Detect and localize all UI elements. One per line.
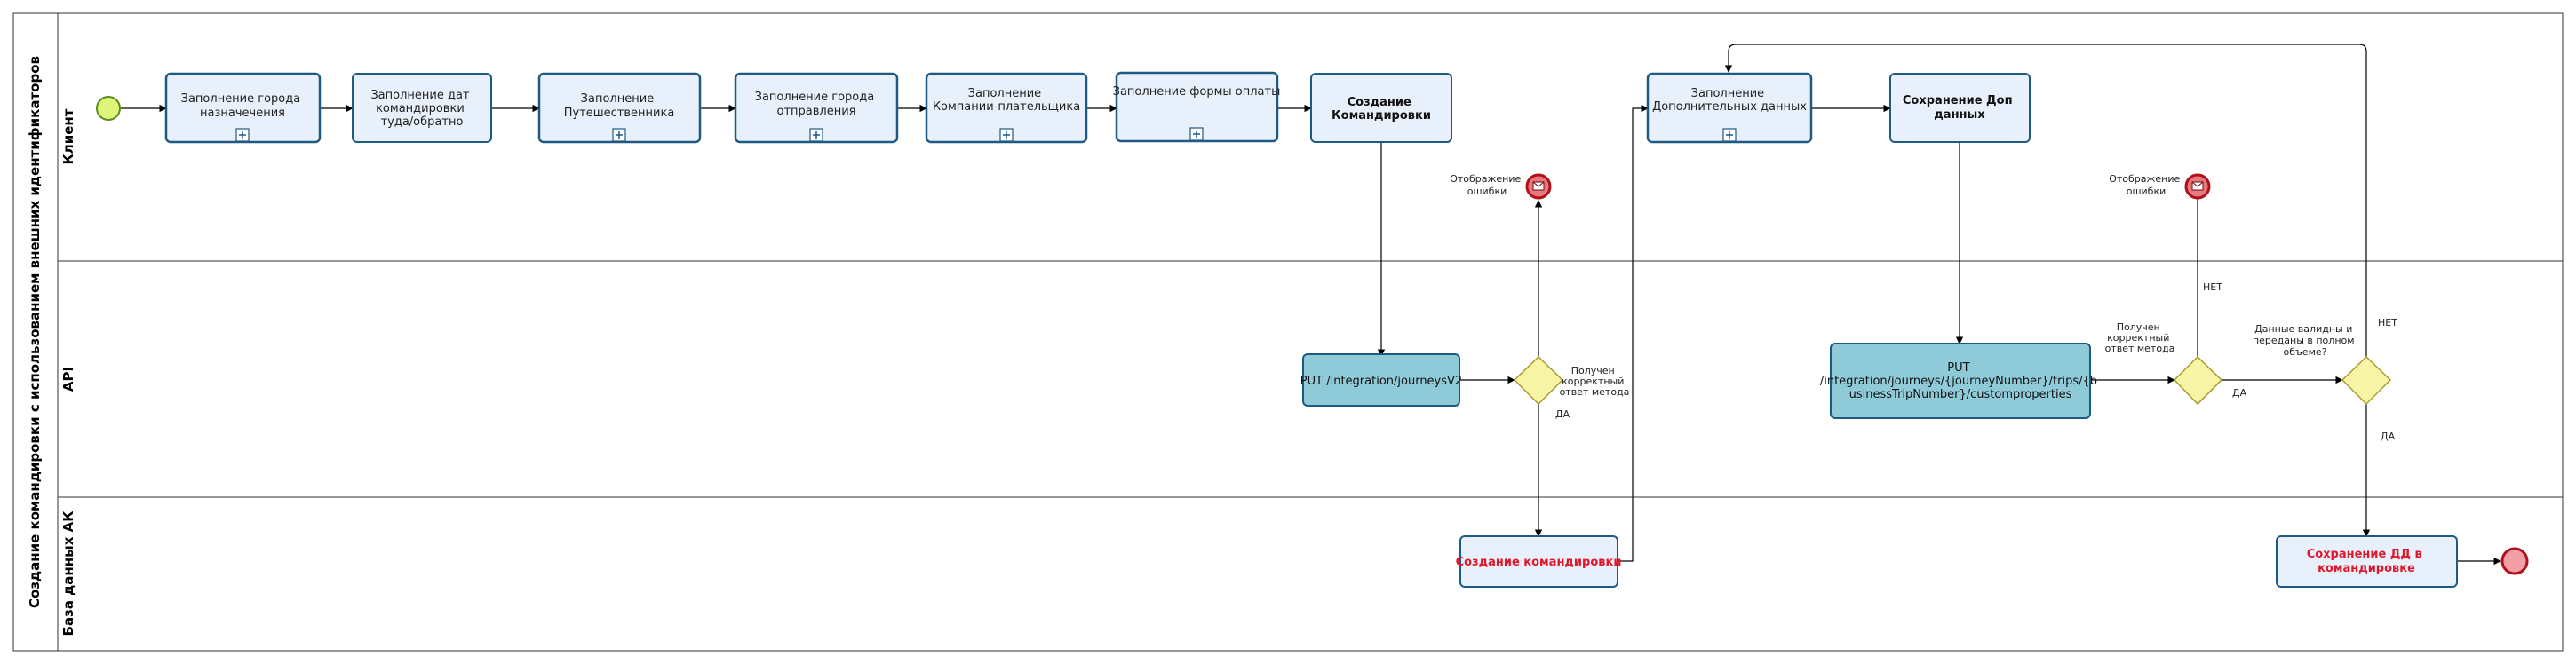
lane-label-db: База данных АК	[60, 511, 76, 637]
svg-text:Отображение ошибки: Отображение ошибки	[2109, 173, 2183, 197]
flow-label-yes: ДА	[2381, 431, 2396, 442]
task-db-save-additional[interactable]: Сохранение ДД в командировке	[2276, 535, 2458, 588]
task-label: Заполнение дат	[370, 89, 470, 102]
subprocess-marker-icon	[809, 128, 823, 142]
task-label: Заполнение города	[181, 92, 301, 106]
gateway-label: Получен	[1571, 365, 1615, 376]
task-put-customproperties[interactable]: PUT /integration/journeys/{journeyNumber…	[1820, 343, 2101, 419]
task-label: Командировки	[1332, 109, 1431, 123]
error-label: Отображение	[2109, 173, 2180, 185]
flow-label-yes: ДА	[1555, 408, 1570, 420]
flow-label-no: НЕТ	[2378, 317, 2397, 329]
error-end-event-2[interactable]	[2184, 173, 2211, 200]
task-label: командировке	[2318, 562, 2415, 575]
task-create-trip[interactable]: Создание Командировки	[1310, 73, 1452, 143]
flow-label-yes: ДА	[2232, 387, 2247, 399]
gateway-label: корректный	[1562, 376, 1624, 387]
task-label: Заполнение	[968, 87, 1042, 100]
task-label: Компании-плательщика	[933, 100, 1080, 114]
pool-title: Создание командировки с использованием в…	[27, 56, 43, 608]
subprocess-marker-icon	[235, 128, 250, 142]
task-label: Заполнение	[1691, 87, 1765, 100]
gateway-response-check-2[interactable]	[2173, 355, 2223, 406]
gateway-label: ответ метода	[2105, 343, 2175, 354]
lane-label-client: Клиент	[60, 108, 76, 164]
task-db-create-trip[interactable]: Создание командировки	[1456, 535, 1622, 588]
task-label: данных	[1934, 108, 1985, 122]
task-label: Создание	[1348, 96, 1411, 109]
svg-text:Заполнение Компании-плат: Заполнение Компании-плательщика	[933, 87, 1080, 114]
svg-text:Заполнение дат командиро: Заполнение дат командировки туда/обратно	[370, 89, 473, 129]
task-label: PUT	[1947, 361, 1969, 375]
task-label: Сохранение Доп	[1903, 94, 2013, 107]
sequence-flows	[120, 44, 2501, 566]
end-event[interactable]	[2500, 547, 2529, 575]
svg-text:Заполнение Путешественни: Заполнение Путешественника	[564, 92, 675, 120]
task-fill-additional-data[interactable]: Заполнение Дополнительных данных	[1646, 72, 1813, 144]
gateway-data-valid[interactable]	[2341, 355, 2392, 406]
svg-text:Сохранение Доп данных: Сохранение Доп данных	[1903, 94, 2016, 122]
subprocess-marker-icon	[999, 128, 1014, 142]
task-label: /integration/journeys/{journeyNumber}/tr…	[1820, 375, 2097, 388]
task-fill-traveler[interactable]: Заполнение Путешественника	[537, 72, 702, 144]
gateway-label: ответ метода	[1560, 386, 1630, 398]
task-label: Путешественника	[564, 107, 675, 120]
task-save-additional-data[interactable]: Сохранение Доп данных	[1889, 73, 2031, 143]
task-fill-payment-form[interactable]: Заполнение формы оплаты	[1113, 71, 1281, 143]
error-label: ошибки	[1467, 186, 1507, 197]
task-label: Заполнение	[581, 92, 655, 106]
svg-text:Заполнение формы оплаты: Заполнение формы оплаты	[1113, 85, 1281, 99]
task-label: назначечения	[200, 107, 285, 120]
task-label: Сохранение ДД в	[2307, 548, 2422, 561]
svg-text:PUT /integration/journeysV2: PUT /integration/journeysV2	[1300, 375, 1462, 388]
start-event[interactable]	[96, 96, 121, 121]
error-end-event-1[interactable]	[1525, 173, 1552, 200]
gateway-label: Данные валидны и	[2254, 323, 2352, 335]
task-label: Создание командировки	[1456, 556, 1622, 569]
svg-text:Заполнение Дополнительны: Заполнение Дополнительных данных	[1652, 87, 1807, 114]
task-label: usinessTripNumber}/customproperties	[1849, 388, 2072, 401]
envelope-icon	[1532, 181, 1545, 191]
gateway-label: Получен	[2117, 321, 2160, 333]
task-label: туда/обратно	[381, 115, 464, 129]
svg-text:Заполнение города назнач: Заполнение города назначечения	[181, 92, 305, 120]
gateway-response-check-1[interactable]	[1513, 355, 1564, 406]
svg-text:Отображение ошибки: Отображение ошибки	[1450, 173, 1524, 197]
svg-text:PUT /integration/journey: PUT /integration/journeys/{journeyNumber…	[1820, 361, 2101, 401]
task-fill-payer-company[interactable]: Заполнение Компании-плательщика	[925, 72, 1088, 144]
svg-text:Создание командировки: Создание командировки	[1456, 556, 1622, 569]
subprocess-marker-icon	[1189, 127, 1204, 141]
task-label: Дополнительных данных	[1652, 100, 1807, 114]
task-fill-departure-city[interactable]: Заполнение города отправления	[734, 72, 899, 144]
task-put-journeys[interactable]: PUT /integration/journeysV2	[1300, 353, 1462, 407]
subprocess-marker-icon	[612, 128, 626, 142]
task-label: отправления	[777, 105, 856, 118]
flow-label-no: НЕТ	[2203, 281, 2222, 293]
svg-text:Сохранение ДД в командир: Сохранение ДД в командировке	[2307, 548, 2427, 575]
svg-text:Создание Командировки: Создание Командировки	[1332, 96, 1431, 123]
task-label: Заполнение формы оплаты	[1113, 85, 1281, 99]
gateway-label: объеме?	[2284, 346, 2327, 358]
task-fill-destination-city[interactable]: Заполнение города назначечения	[164, 72, 322, 144]
svg-text:Получен корректный отв: Получен корректный ответ метода	[1560, 365, 1630, 398]
error-label: ошибки	[2127, 186, 2167, 197]
lane-label-api: API	[60, 367, 76, 392]
task-label: PUT /integration/journeysV2	[1300, 375, 1462, 388]
error-label: Отображение	[1450, 173, 1521, 185]
envelope-icon	[2191, 181, 2204, 191]
task-fill-dates[interactable]: Заполнение дат командировки туда/обратно	[352, 73, 492, 143]
subprocess-marker-icon	[1722, 128, 1737, 142]
svg-text:Данные валидны и переданы: Данные валидны и переданы в полном объем…	[2253, 323, 2357, 358]
task-label: командировки	[376, 102, 465, 115]
gateway-label: корректный	[2107, 332, 2169, 344]
svg-text:Получен корректный отв: Получен корректный ответ метода	[2105, 321, 2175, 354]
gateway-label: переданы в полном	[2253, 335, 2355, 346]
task-label: Заполнение города	[755, 91, 875, 104]
svg-text:Заполнение города отправ: Заполнение города отправления	[755, 91, 879, 118]
